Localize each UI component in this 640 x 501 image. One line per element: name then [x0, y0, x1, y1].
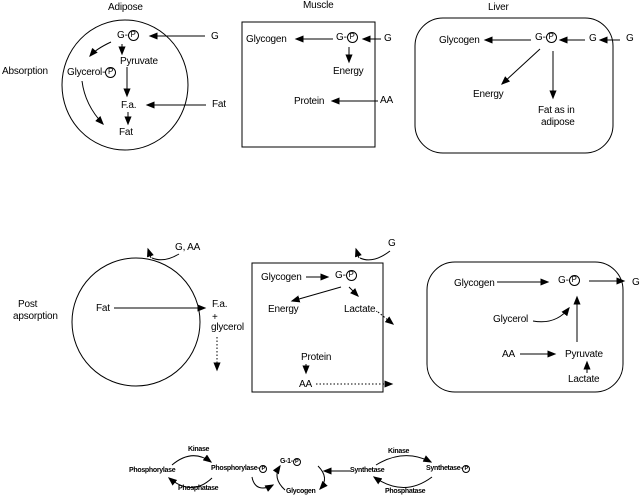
- liver-glycogen-label: Glycogen: [439, 35, 480, 46]
- phosphate-circle-icon: P: [568, 275, 580, 286]
- g6p-text: G-: [335, 270, 346, 281]
- arc-g1p-to-glycogen: [317, 465, 328, 490]
- post-adipose-fa-label: F.a.: [212, 299, 228, 310]
- post-liver-lactate-label: Lactate: [568, 374, 600, 385]
- arc-kinase-synthetase: [375, 455, 433, 466]
- phosphate-circle-icon: P: [462, 465, 471, 473]
- arrow-g-aa-entry-head: [147, 247, 154, 259]
- adipose-external-g-label: G: [211, 31, 219, 42]
- kinase-label-left: Kinase: [188, 446, 210, 453]
- liver-cell-outline: [414, 17, 614, 154]
- arrow-glycerolp-to-fat: [81, 80, 104, 125]
- arc-glycogen-to-g1p: [272, 464, 286, 491]
- phosphate-circle-icon: P: [346, 32, 358, 43]
- post-absorption-row-label-line2: apsorption: [13, 311, 58, 322]
- muscle-external-aa-label: AA: [380, 95, 393, 106]
- post-adipose-plus-label: +: [212, 312, 218, 323]
- liver-energy-label: Energy: [473, 89, 504, 100]
- g6p-text: G-: [336, 32, 347, 43]
- post-muscle-aa-label: AA: [299, 379, 312, 390]
- arrow-gp-to-lactate: [348, 286, 359, 297]
- muscle-cell-outline: [241, 21, 376, 148]
- phosphatase-label-right: Phosphatase: [385, 488, 426, 495]
- arrow-g-entry-post-muscle-head: [355, 247, 362, 259]
- glycogen-cycle-label: Glycogen: [286, 488, 316, 495]
- arc-phosphatase-synthetase: [372, 476, 433, 488]
- liver-title: Liver: [488, 2, 509, 13]
- post-absorption-row-label-line1: Post: [18, 299, 38, 310]
- g1p-label: G-1- P: [280, 458, 301, 466]
- adipose-pyruvate-label: Pyruvate: [120, 56, 158, 67]
- arrow-gp-to-energy-post-muscle: [290, 286, 342, 303]
- phosphate-circle-icon: P: [127, 30, 139, 41]
- post-adipose-fat-label: Fat: [96, 303, 110, 314]
- kinase-label-right: Kinase: [388, 448, 410, 455]
- phosphate-circle-icon: P: [545, 32, 557, 43]
- post-muscle-external-g-label: G: [388, 238, 396, 249]
- phosphorylase-p-label: Phosphorylase- P: [211, 465, 268, 473]
- arrow-gp-to-energy-liver: [501, 48, 541, 85]
- post-liver-glycerol-label: Glycerol: [493, 314, 529, 325]
- arrow-glycerol-to-gp: [532, 306, 570, 323]
- phosphorylase-label: Phosphorylase: [129, 467, 176, 474]
- adipose-fa-label: F.a.: [121, 100, 137, 111]
- adipose-external-fat-label: Fat: [212, 99, 226, 110]
- post-liver-external-g-label: G: [632, 277, 640, 288]
- adipose-title: Adipose: [108, 2, 143, 13]
- liver-inside-g-label: G: [589, 33, 597, 44]
- adipose-cell-outline: [61, 19, 189, 151]
- post-adipose-cell-outline: [71, 257, 201, 387]
- curve-g-aa-entry: [151, 253, 180, 261]
- synthetase-p-text: Synthetase-: [426, 465, 463, 473]
- phosphorylase-p-text: Phosphorylase-: [211, 465, 260, 473]
- adipose-g6p-label: G- P: [117, 30, 139, 41]
- synthetase-p-label: Synthetase- P: [426, 465, 471, 473]
- g1p-text: G-1-: [280, 458, 293, 466]
- dotted-arrow-lactate-out: [377, 311, 395, 325]
- post-muscle-glycogen-label: Glycogen: [261, 272, 302, 283]
- absorption-row-label: Absorption: [2, 66, 48, 77]
- post-liver-aa-label: AA: [502, 349, 515, 360]
- curve-g-entry-post-muscle: [359, 250, 391, 261]
- post-liver-glycogen-label: Glycogen: [454, 278, 495, 289]
- post-muscle-cell-outline: [251, 262, 384, 393]
- phosphatase-label-left: Phosphatase: [178, 485, 219, 492]
- post-muscle-g6p-label: G- P: [335, 270, 357, 281]
- muscle-title: Muscle: [303, 0, 334, 11]
- phosphate-circle-icon: P: [345, 270, 357, 281]
- arc-kinase-phosphorylase: [171, 454, 213, 466]
- g6p-text: G-: [535, 32, 546, 43]
- muscle-energy-label: Energy: [333, 66, 364, 77]
- post-muscle-protein-label: Protein: [301, 352, 332, 363]
- liver-g6p-label: G- P: [535, 32, 557, 43]
- glycerolp-text: Glycerol-: [67, 67, 106, 78]
- post-liver-pyruvate-label: Pyruvate: [565, 349, 603, 360]
- muscle-protein-label: Protein: [294, 96, 325, 107]
- muscle-glycogen-label: Glycogen: [246, 34, 287, 45]
- phosphate-circle-icon: P: [292, 458, 301, 466]
- arc-phosphatase-phosphorylase: [167, 477, 213, 488]
- muscle-g6p-label: G- P: [336, 32, 358, 43]
- post-liver-g6p-label: G- P: [558, 275, 580, 286]
- arrow-gp-to-glycerolp: [89, 41, 112, 58]
- adipose-glycerolp-label: Glycerol- P: [67, 67, 117, 78]
- g6p-text: G-: [558, 275, 569, 286]
- synthetase-label: Synthetase: [350, 467, 385, 474]
- arrow-phosphorylasep-to-cycle: [251, 476, 275, 492]
- liver-external-g-label: G: [626, 33, 634, 44]
- liver-fat-label-line2: adipose: [541, 117, 575, 128]
- post-adipose-g-aa-label: G, AA: [175, 242, 201, 253]
- post-muscle-energy-label: Energy: [268, 304, 299, 315]
- post-liver-cell-outline: [426, 261, 624, 393]
- post-muscle-lactate-label: Lactate.: [344, 304, 378, 315]
- phosphate-circle-icon: P: [105, 67, 117, 78]
- muscle-external-g-label: G: [384, 33, 392, 44]
- g6p-text: G-: [117, 30, 128, 41]
- adipose-fat-inside-label: Fat: [119, 127, 133, 138]
- phosphate-circle-icon: P: [259, 465, 268, 473]
- post-adipose-glycerol-label: glycerol: [211, 322, 244, 333]
- liver-fat-label-line1: Fat as in: [538, 105, 575, 116]
